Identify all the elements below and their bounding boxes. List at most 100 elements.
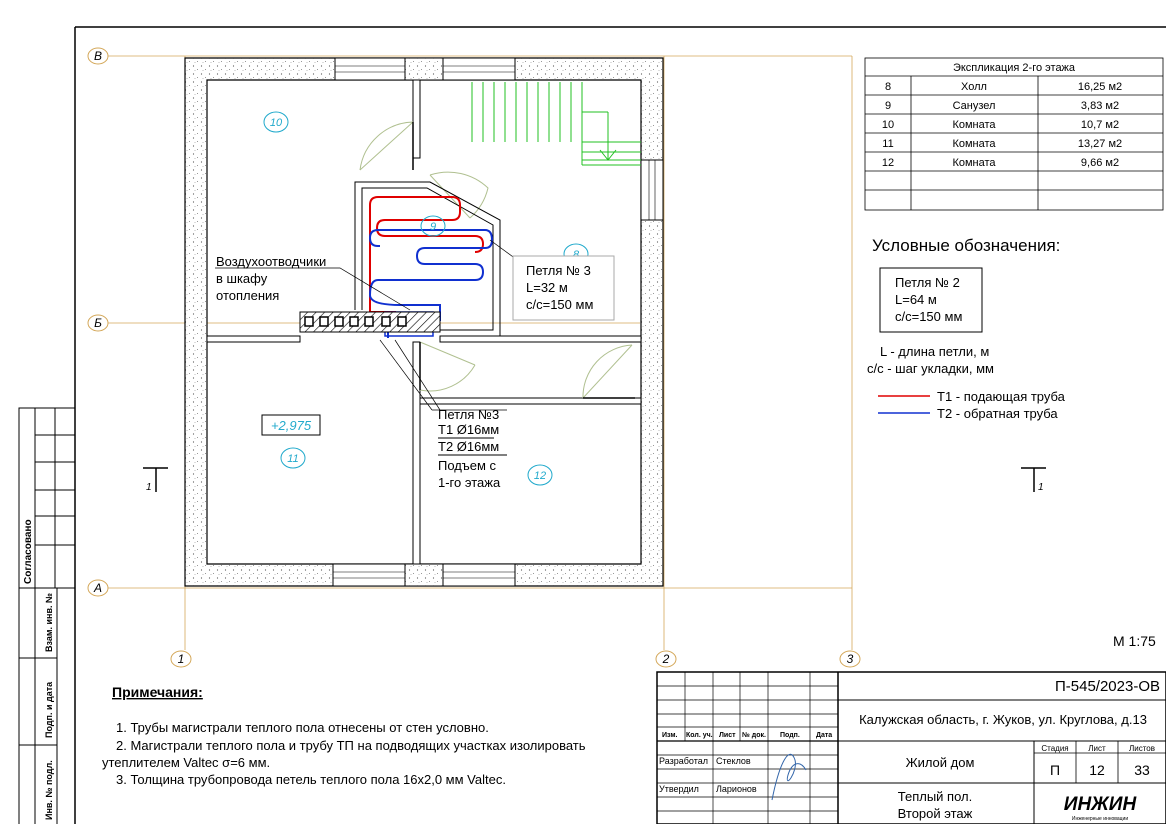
axis-1-bubble <box>170 650 192 668</box>
supply-pipe <box>369 196 485 330</box>
legend-sample-2: L=64 м <box>895 292 937 307</box>
stamp-list-val: 12 <box>1089 762 1105 778</box>
legend-pipe-2: Т2 - обратная труба <box>937 406 1058 421</box>
stamp-col-date: Дата <box>816 732 832 739</box>
room-tags <box>263 111 589 486</box>
loop3-line-3: с/с=150 мм <box>526 297 593 312</box>
stamp-sheet-title-2: Второй этаж <box>898 806 973 821</box>
legend-def-1: L - длина петли, м <box>880 344 989 359</box>
note-1: 1. Трубы магистрали теплого пола отнесен… <box>116 720 489 735</box>
level-mark: +2,975 <box>261 414 321 436</box>
stamp-name-2: Ларионов <box>716 784 757 794</box>
legend-def-2: с/с - шаг укладки, мм <box>867 361 994 376</box>
explication-title: Экспликация 2-го этажа <box>953 62 1076 74</box>
window-top-left <box>334 57 406 81</box>
exp-row-3-area: 10,7 м2 <box>1081 119 1119 131</box>
exp-row-3-num: 10 <box>882 119 894 131</box>
axis-col-3: 3 <box>847 652 854 666</box>
exp-row-5-area: 9,66 м2 <box>1081 157 1119 169</box>
manifold-cabinet <box>299 311 441 333</box>
stamp-code: П-545/2023-ОВ <box>1055 678 1160 695</box>
room-num-9: 9 <box>430 221 436 233</box>
room-tag-9 <box>420 215 446 237</box>
exp-row-2-name: Санузел <box>953 100 996 112</box>
exp-row-5-num: 12 <box>882 157 894 169</box>
room-num-11: 11 <box>287 453 298 465</box>
stamp-stage-head: Стадия <box>1041 744 1068 753</box>
window-right <box>640 159 664 221</box>
vents-line-1: Воздухоотводчики <box>216 254 326 269</box>
side-inv: Инв. № подл. <box>44 760 54 820</box>
stamp-logo: ИНЖИН <box>1064 794 1138 815</box>
axis-grid <box>108 55 853 650</box>
side-replace: Взам. инв. № <box>44 593 54 652</box>
exp-row-3-name: Комната <box>952 119 996 131</box>
exp-row-1-name: Холл <box>961 81 987 93</box>
legend-sample-box <box>879 267 983 333</box>
stamp-col-izm: Изм. <box>662 732 678 739</box>
exp-row-2-area: 3,83 м2 <box>1081 100 1119 112</box>
axis-bubbles <box>87 47 861 668</box>
stamp-col-doc: № док. <box>742 731 766 739</box>
exp-row-5-name: Комната <box>952 157 996 169</box>
stamp-col-sign: Подп. <box>780 732 800 739</box>
side-agreed: Согласовано <box>23 519 34 584</box>
room-num-12: 12 <box>534 470 546 482</box>
title-block <box>656 671 1166 824</box>
axis-b-bubble <box>87 314 109 332</box>
axis-a-bubble <box>87 579 109 597</box>
riser-line-3: Т2 Ø16мм <box>438 439 499 454</box>
exp-row-4-area: 13,27 м2 <box>1078 138 1122 150</box>
legend-sample-3: с/с=150 мм <box>895 309 962 324</box>
axis-row-v: В <box>94 49 102 63</box>
legend-pipe-1: Т1 - подающая труба <box>937 389 1066 404</box>
door-leaves <box>412 122 635 399</box>
section-mark-left: 1 <box>146 482 152 493</box>
loop3-box <box>512 255 615 321</box>
riser-line-4: Подъем с <box>438 458 496 473</box>
stamp-lists-head: Листов <box>1129 744 1155 753</box>
level-value: +2,975 <box>271 418 312 433</box>
exp-row-2-num: 9 <box>885 100 891 112</box>
vents-line-3: отопления <box>216 288 279 303</box>
note-2: 2. Магистрали теплого пола и трубу ТП на… <box>116 738 586 753</box>
stamp-col-list: Лист <box>719 732 736 739</box>
stamp-role-1: Разработал <box>659 756 708 766</box>
axis-col-1: 1 <box>178 652 185 666</box>
stairs <box>471 82 641 166</box>
stamp-name-1: Стеклов <box>716 756 751 766</box>
exp-row-4-num: 11 <box>882 138 893 150</box>
riser-line-2: Т1 Ø16мм <box>438 422 499 437</box>
stamp-role-2: Утвердил <box>659 784 699 794</box>
exp-row-1-num: 8 <box>885 81 891 93</box>
exp-row-4-name: Комната <box>952 138 996 150</box>
stamp-list-head: Лист <box>1088 744 1106 753</box>
stamp-sheet-title-1: Теплый пол. <box>898 789 972 804</box>
note-3: 3. Толщина трубопровода петель теплого п… <box>116 772 506 787</box>
explication-table <box>864 57 1164 211</box>
loop3-line-1: Петля № 3 <box>526 263 591 278</box>
legend-sample-1: Петля № 2 <box>895 275 960 290</box>
stamp-address: Калужская область, г. Жуков, ул. Круглов… <box>859 712 1147 727</box>
loop3-line-2: L=32 м <box>526 280 568 295</box>
exterior-walls <box>184 57 664 587</box>
vents-line-2: в шкафу <box>216 271 268 286</box>
side-stamp: Согласовано Взам. инв. № Подп. и дата Ин… <box>18 407 76 824</box>
stamp-stage-val: П <box>1050 762 1060 778</box>
room-num-8: 8 <box>573 249 580 261</box>
interior-walls <box>206 79 642 565</box>
stamp-logo-sub: Инженерные инновации <box>1072 816 1128 822</box>
axis-row-a: А <box>93 581 102 595</box>
notes-title: Примечания: <box>112 684 203 700</box>
axis-3-bubble <box>839 650 861 668</box>
riser-line-5: 1-го этажа <box>438 475 501 490</box>
stamp-lists-val: 33 <box>1134 762 1150 778</box>
axis-v-bubble <box>87 47 109 65</box>
note-2-cont: утеплителем Valtec σ=6 мм. <box>102 755 270 770</box>
side-sign-date: Подп. и дата <box>44 681 54 738</box>
section-mark-right: 1 <box>1038 482 1044 493</box>
exp-row-1-area: 16,25 м2 <box>1078 81 1122 93</box>
axis-2-bubble <box>655 650 677 668</box>
stamp-col-kol: Кол. уч. <box>686 732 713 739</box>
